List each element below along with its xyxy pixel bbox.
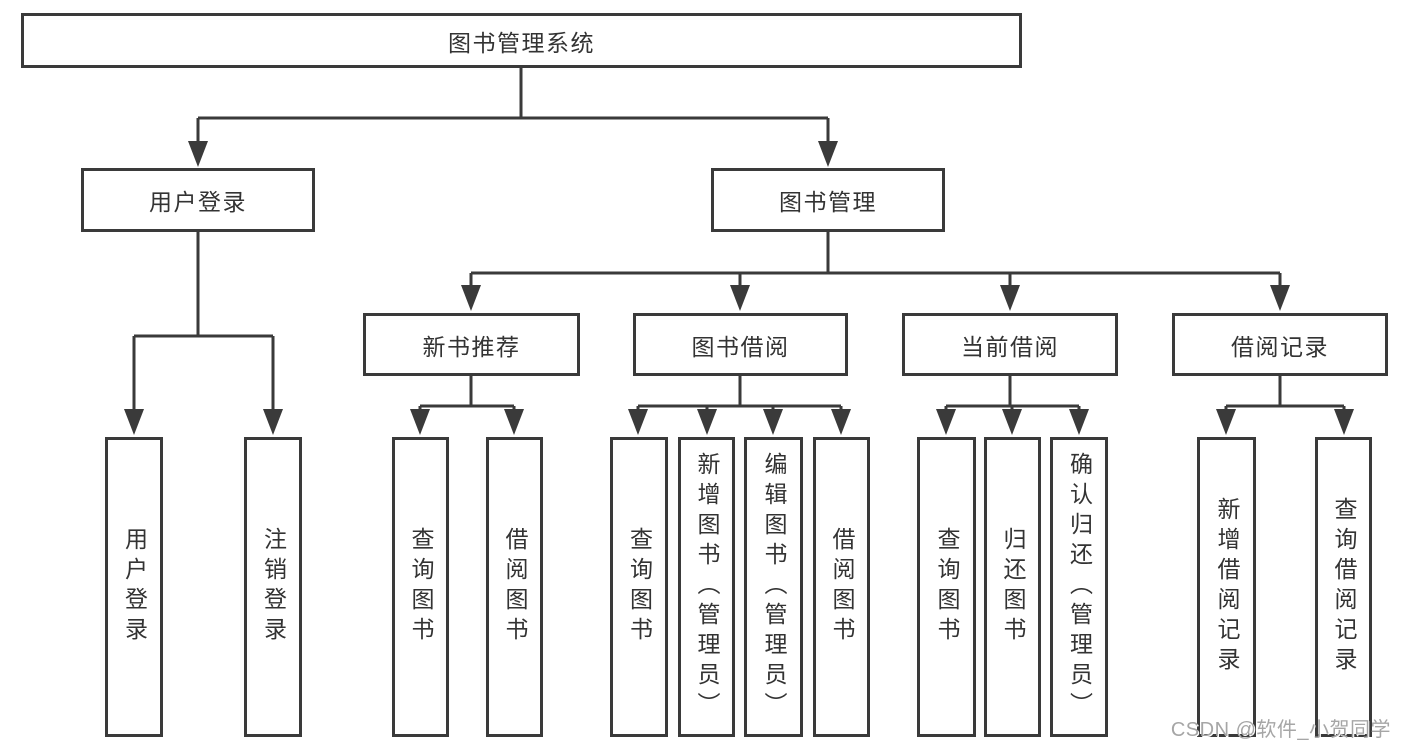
node-add-borrow-record: 新增借阅记录 <box>1197 437 1256 737</box>
node-query-books-current: 查询图书 <box>917 437 976 737</box>
node-borrow-record: 借阅记录 <box>1172 313 1388 376</box>
node-user-login: 用户登录 <box>81 168 315 232</box>
node-query-borrow-record: 查询借阅记录 <box>1315 437 1372 737</box>
node-book-borrow: 图书借阅 <box>633 313 848 376</box>
node-root-system: 图书管理系统 <box>21 13 1022 68</box>
node-borrow-books-recommend: 借阅图书 <box>486 437 543 737</box>
node-query-books-recommend: 查询图书 <box>392 437 449 737</box>
node-current-borrow: 当前借阅 <box>902 313 1118 376</box>
node-query-books-borrow: 查询图书 <box>610 437 668 737</box>
node-borrow-books-leaf: 借阅图书 <box>813 437 870 737</box>
node-book-management: 图书管理 <box>711 168 945 232</box>
node-edit-books-admin: 编辑图书（管理员） <box>744 437 803 737</box>
node-user-login-leaf: 用户登录 <box>105 437 163 737</box>
watermark: CSDN @软件_小贺同学 <box>1170 719 1391 741</box>
node-add-books-admin: 新增图书（管理员） <box>678 437 735 737</box>
node-return-books: 归还图书 <box>984 437 1041 737</box>
node-logout: 注销登录 <box>244 437 302 737</box>
node-new-book-recommend: 新书推荐 <box>363 313 580 376</box>
node-confirm-return-admin: 确认归还（管理员） <box>1050 437 1108 737</box>
